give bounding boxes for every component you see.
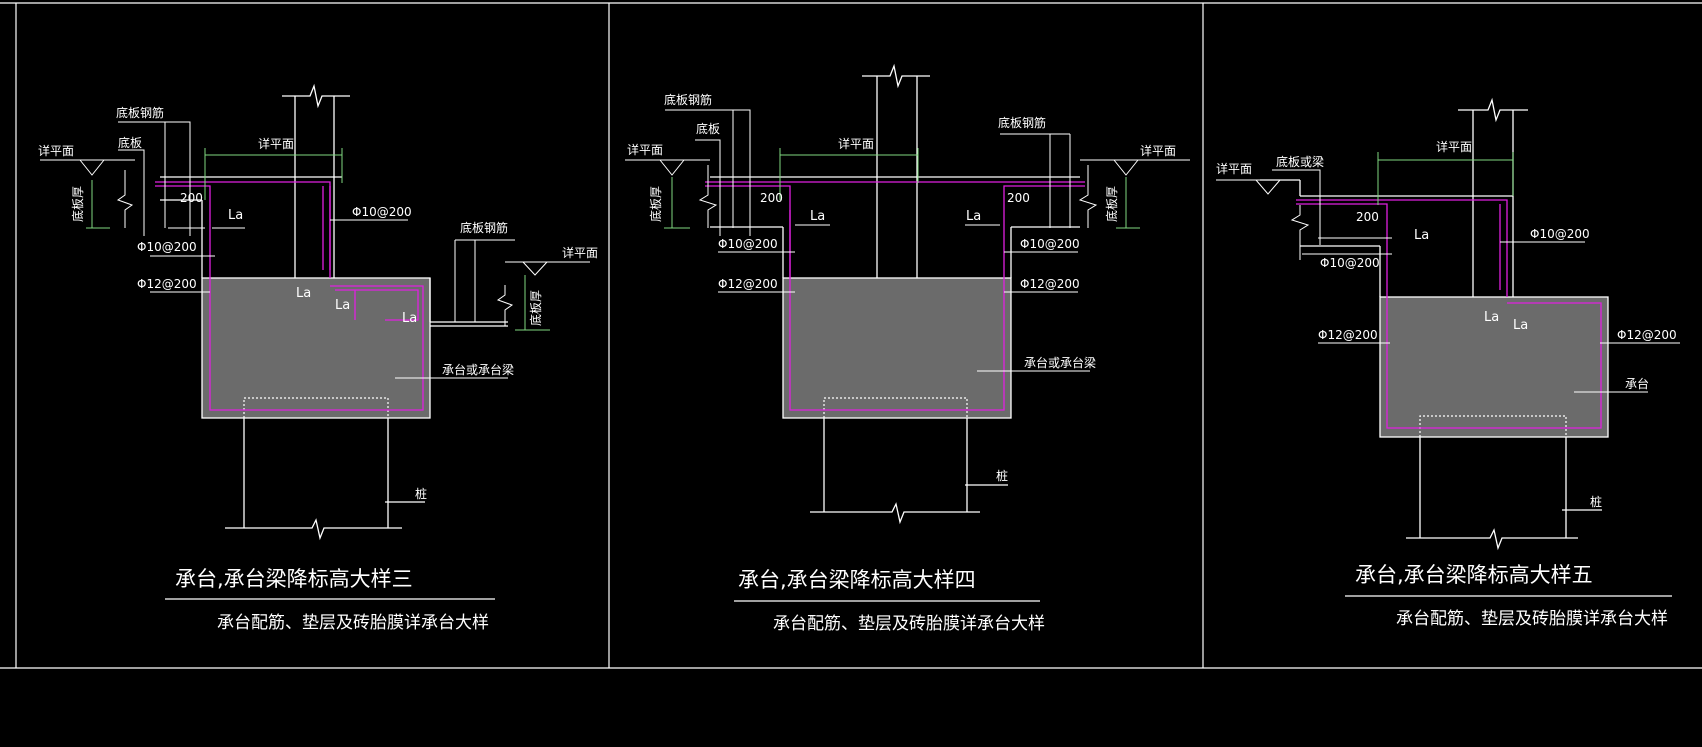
pile-3 xyxy=(1406,415,1602,551)
pile-cap-1 xyxy=(201,277,431,419)
label-phi10-left: Φ10@200 xyxy=(718,237,778,251)
label-elevation-top: 详平面 xyxy=(838,136,874,151)
label-bottom-slab-rebar: 底板钢筋 xyxy=(116,105,164,120)
rebar-1 xyxy=(155,181,424,411)
detail-2: 底板钢筋 底板 详平面 详平面 底板钢筋 详平面 底板厚 底板厚 200 200… xyxy=(625,63,1190,634)
label-pile: 桩 xyxy=(415,486,427,501)
pile-1 xyxy=(225,397,425,541)
label-elevation-right: 详平面 xyxy=(1140,143,1176,158)
label-cap-or-beam: 承台或承台梁 xyxy=(442,362,514,377)
label-phi12-left: Φ12@200 xyxy=(1318,328,1378,342)
label-dim-200-right: 200 xyxy=(1007,191,1030,205)
column-3 xyxy=(1458,97,1528,297)
label-la-1: La xyxy=(228,208,243,223)
column-1 xyxy=(282,83,350,278)
detail-1-title: 承台,承台梁降标高大样三 xyxy=(175,567,413,591)
label-la-1: La xyxy=(1414,228,1429,243)
detail-1-subtitle: 承台配筋、垫层及砖胎膜详承台大样 xyxy=(217,613,489,633)
leaders-3 xyxy=(1377,152,1514,205)
leaders-1 xyxy=(86,148,550,331)
label-dim-200: 200 xyxy=(1356,210,1379,224)
label-la-2: La xyxy=(296,286,311,301)
label-elevation-left: 详平面 xyxy=(1216,161,1252,176)
label-bottom-slab-rebar-right: 底板钢筋 xyxy=(998,115,1046,130)
label-dim-200-left: 200 xyxy=(760,191,783,205)
label-slab-thk-left: 底板厚 xyxy=(648,186,663,222)
label-la-right: La xyxy=(966,209,981,224)
label-la-left: La xyxy=(810,209,825,224)
label-bottom-slab: 底板 xyxy=(696,121,720,136)
detail-1: 底板钢筋 底板 详平面 详平面 详平面 底板钢筋 底板厚 底板厚 200 La … xyxy=(38,83,598,633)
label-elevation-right: 详平面 xyxy=(562,245,598,260)
label-la-4: La xyxy=(402,311,417,326)
label-bottom-slab-rebar-left: 底板钢筋 xyxy=(664,92,712,107)
pile-cap-3 xyxy=(1379,296,1609,438)
detail-3-title: 承台,承台梁降标高大样五 xyxy=(1355,563,1593,587)
label-slab-thk-right: 底板厚 xyxy=(1104,186,1119,222)
rebar-2 xyxy=(705,181,1085,411)
leaders-w-1 xyxy=(40,121,590,379)
drawing-frame xyxy=(0,2,1702,669)
label-phi10-left: Φ10@200 xyxy=(137,240,197,254)
detail-3: 详平面 底板或梁 详平面 200 La La La Φ10@200 Φ10@20… xyxy=(1216,97,1680,629)
label-dim-200: 200 xyxy=(180,191,203,205)
pile-2 xyxy=(810,397,1008,525)
column-2 xyxy=(862,63,930,278)
label-phi10-right: Φ10@200 xyxy=(1530,227,1590,241)
label-phi12-right: Φ12@200 xyxy=(1617,328,1677,342)
rebar-3 xyxy=(1296,199,1602,429)
label-phi10-right: Φ10@200 xyxy=(352,205,412,219)
label-elevation-top: 详平面 xyxy=(258,136,294,151)
label-cap: 承台 xyxy=(1625,376,1649,391)
label-phi10-left: Φ10@200 xyxy=(1320,256,1380,270)
leaders-w-2 xyxy=(625,109,1190,372)
label-elevation-left: 详平面 xyxy=(627,142,663,157)
label-phi12-left: Φ12@200 xyxy=(137,277,197,291)
label-phi12-right: Φ12@200 xyxy=(1020,277,1080,291)
label-phi10-right: Φ10@200 xyxy=(1020,237,1080,251)
label-bottom-slab-rebar-right: 底板钢筋 xyxy=(460,220,508,235)
detail-3-subtitle: 承台配筋、垫层及砖胎膜详承台大样 xyxy=(1396,609,1668,629)
detail-2-subtitle: 承台配筋、垫层及砖胎膜详承台大样 xyxy=(773,614,1045,634)
detail-2-title: 承台,承台梁降标高大样四 xyxy=(738,568,976,592)
label-phi12-left: Φ12@200 xyxy=(718,277,778,291)
label-bottom-slab-or-beam: 底板或梁 xyxy=(1276,154,1324,169)
label-cap-or-beam: 承台或承台梁 xyxy=(1024,355,1096,370)
label-elevation-top: 详平面 xyxy=(1436,139,1472,154)
label-pile: 桩 xyxy=(1590,494,1602,509)
label-la-2: La xyxy=(1484,310,1499,325)
label-slab-thk-right: 底板厚 xyxy=(528,290,543,326)
label-la-3: La xyxy=(335,298,350,313)
label-la-3: La xyxy=(1513,318,1528,333)
label-pile: 桩 xyxy=(996,468,1008,483)
leaders-w-3 xyxy=(1216,169,1680,393)
label-elevation-left: 详平面 xyxy=(38,143,74,158)
leaders-2 xyxy=(664,148,1140,229)
label-bottom-slab: 底板 xyxy=(118,135,142,150)
pile-cap-2 xyxy=(782,277,1012,419)
label-slab-thk-left: 底板厚 xyxy=(70,186,85,222)
